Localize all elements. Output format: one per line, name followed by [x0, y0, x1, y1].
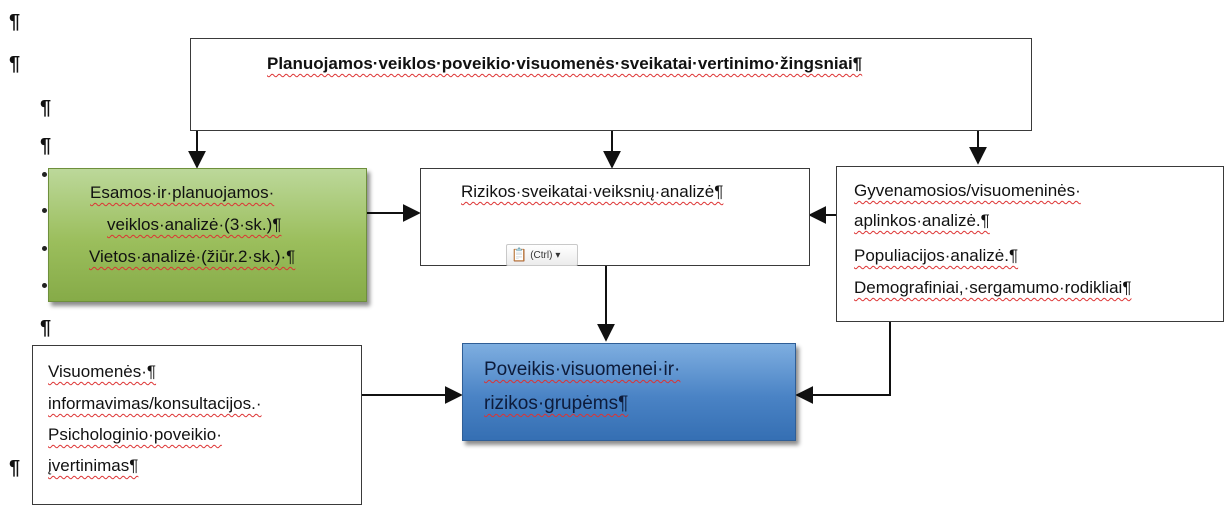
title-box: Planuojamos·veiklos·poveikio·visuomenės·… — [190, 38, 1032, 131]
public-info-line-2: informavimas/konsultacijos.· — [48, 394, 262, 413]
environment-line-2: aplinkos·analizė.¶ — [854, 211, 990, 230]
environment-line-1: Gyvenamosios/visuomeninės· — [854, 181, 1081, 200]
risk-factor-box: Rizikos·sveikatai·veiksnių·analizė¶ — [420, 168, 810, 266]
paragraph-mark: ¶ — [9, 11, 21, 33]
diagram-title: Planuojamos·veiklos·poveikio·visuomenės·… — [267, 54, 863, 73]
public-impact-line-1: Poveikis·visuomenei·ir· — [484, 359, 681, 380]
existing-activity-line-2: veiklos·analizė·(3·sk.)¶ — [107, 215, 282, 234]
paragraph-mark: ¶ — [9, 53, 21, 75]
bullet-marker — [42, 283, 47, 288]
paste-options-label: (Ctrl) — [530, 249, 553, 261]
environment-line-3: Populiacijos·analizė.¶ — [854, 246, 1019, 265]
paragraph-mark: ¶ — [40, 135, 52, 157]
arrow-right-to-impact — [795, 321, 891, 404]
bullet-marker — [42, 208, 47, 213]
chevron-down-icon: ▾ — [555, 249, 561, 261]
paragraph-mark: ¶ — [40, 97, 52, 119]
public-impact-box: Poveikis·visuomenei·ir· rizikos·grupėms¶ — [462, 343, 796, 441]
paste-options-button[interactable]: 📋 (Ctrl) ▾ — [506, 244, 578, 266]
existing-activity-line-3: Vietos·analizė·(žiūr.2·sk.)·¶ — [89, 247, 296, 266]
public-info-line-3: Psichologinio·poveikio· — [48, 425, 222, 444]
existing-activity-box: Esamos·ir·planuojamos· veiklos·analizė·(… — [48, 168, 367, 302]
bullet-marker — [42, 246, 47, 251]
paragraph-mark: ¶ — [40, 317, 52, 339]
public-info-line-1: Visuomenės·¶ — [48, 362, 157, 381]
public-info-line-4: įvertinimas¶ — [48, 456, 139, 475]
public-information-box: Visuomenės·¶ informavimas/konsultacijos.… — [32, 345, 362, 505]
existing-activity-line-1: Esamos·ir·planuojamos· — [90, 183, 275, 202]
environment-analysis-box: Gyvenamosios/visuomeninės· aplinkos·anal… — [836, 166, 1224, 322]
paragraph-mark: ¶ — [9, 457, 21, 479]
risk-factor-label: Rizikos·sveikatai·veiksnių·analizė¶ — [461, 182, 724, 201]
environment-line-4: Demografiniai,·sergamumo·rodikliai¶ — [854, 278, 1132, 297]
public-impact-line-2: rizikos·grupėms¶ — [484, 393, 629, 414]
clipboard-icon: 📋 — [511, 247, 528, 262]
bullet-marker — [42, 172, 47, 177]
